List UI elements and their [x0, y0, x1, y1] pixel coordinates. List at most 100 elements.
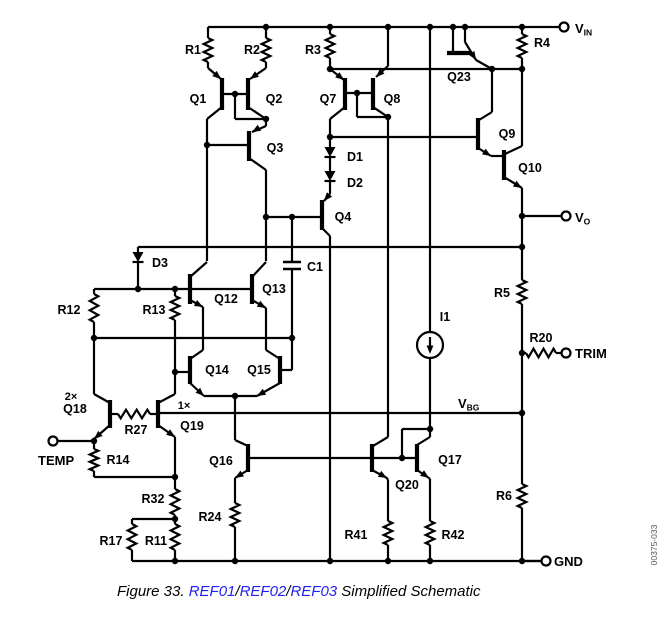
- junction-dot: [518, 243, 526, 251]
- label-Q15: Q15: [247, 363, 271, 377]
- terminal-label-vbg: VBG: [458, 396, 480, 413]
- q10-emitter-arrow: [513, 180, 522, 188]
- caption-prefix: Figure 33.: [117, 583, 189, 600]
- wire: [248, 157, 267, 171]
- label-R1: R1: [185, 43, 201, 57]
- label-Q19: Q19: [180, 419, 204, 433]
- label-R3: R3: [305, 43, 321, 57]
- junction-dot: [449, 23, 457, 31]
- resistor-R3: [323, 33, 337, 59]
- diode-D2: [324, 171, 336, 181]
- resistor-R27: [117, 407, 151, 421]
- caption-link-ref03[interactable]: REF03: [290, 583, 338, 600]
- wire: [93, 393, 111, 404]
- junction-dot: [326, 557, 334, 565]
- wire: [234, 439, 249, 447]
- i1-arrow-icon: [426, 345, 434, 354]
- label-R11: R11: [145, 534, 167, 548]
- junction-dot: [384, 113, 392, 121]
- wire: [251, 261, 267, 278]
- label-R4: R4: [534, 36, 550, 50]
- terminal-label-temp: TEMP: [38, 453, 74, 468]
- junction-dot: [288, 213, 296, 221]
- junction-dot: [398, 454, 406, 462]
- wire: [247, 106, 267, 120]
- junction-dot: [231, 90, 239, 98]
- junction-dot: [518, 23, 526, 31]
- junction-dot: [90, 334, 98, 342]
- trim-terminal: [560, 347, 572, 359]
- q15-emitter-arrow: [257, 388, 267, 396]
- label-Q16: Q16: [209, 454, 233, 468]
- vin-terminal: [558, 21, 570, 33]
- q2-emitter-arrow: [250, 71, 259, 79]
- junction-dot: [262, 115, 270, 123]
- wire: [265, 349, 281, 360]
- figure-caption: Figure 33. REF01/REF02/REF03 Simplified …: [117, 583, 657, 600]
- label-Q13: Q13: [262, 282, 286, 296]
- junction-dot: [326, 65, 334, 73]
- label-R6: R6: [496, 489, 512, 503]
- terminal-label-trim: TRIM: [575, 346, 607, 361]
- caption-link-ref01[interactable]: REF01: [188, 583, 236, 600]
- q17-emitter-arrow: [420, 470, 429, 478]
- wire: [189, 261, 208, 278]
- junction-dot: [171, 285, 179, 293]
- label-Q1: Q1: [190, 92, 207, 106]
- q8-emitter-arrow: [376, 68, 385, 77]
- resistor-R11: [168, 523, 182, 551]
- wire: [372, 436, 389, 447]
- junction-dot: [231, 557, 239, 565]
- gnd-terminal: [540, 555, 552, 567]
- label-R13: R13: [143, 303, 166, 317]
- wire: [416, 436, 431, 446]
- q23-emitter-arrow: [468, 51, 476, 60]
- junction-dot: [326, 133, 334, 141]
- wire: [386, 477, 389, 481]
- diode-D1: [324, 147, 336, 157]
- caption-link-ref02[interactable]: REF02: [239, 583, 287, 600]
- resistor-R6: [515, 483, 529, 509]
- junction-dot: [134, 285, 142, 293]
- junction-dot: [518, 65, 526, 73]
- resistor-R2: [259, 37, 273, 63]
- wire: [478, 111, 493, 121]
- q9-emitter-arrow: [482, 148, 491, 156]
- watermark-code: 00375-033: [649, 524, 659, 565]
- label-R12: R12: [58, 303, 81, 317]
- label-I1: I1: [440, 310, 450, 324]
- junction-dot: [426, 425, 434, 433]
- junction-dot: [426, 23, 434, 31]
- junction-dot: [171, 515, 179, 523]
- resistor-R4: [515, 33, 529, 59]
- label-R14: R14: [107, 453, 130, 467]
- junction-dot: [518, 349, 526, 357]
- label-Q2: Q2: [266, 92, 283, 106]
- wire: [189, 349, 204, 360]
- junction-dot: [326, 23, 334, 31]
- label-Q10: Q10: [518, 161, 542, 175]
- label-R42: R42: [442, 528, 465, 542]
- resistor-R5: [515, 279, 529, 305]
- terminal-label-gnd: GND: [554, 554, 583, 569]
- junction-dot: [203, 141, 211, 149]
- resistor-R17: [125, 523, 139, 551]
- caption-suffix: Simplified Schematic: [337, 583, 481, 600]
- label-R20: R20: [530, 331, 553, 345]
- label-R24: R24: [199, 510, 222, 524]
- caption-sep2: /: [286, 583, 291, 600]
- junction-dot: [518, 212, 526, 220]
- label-x1: 1×: [178, 400, 191, 412]
- wire: [428, 477, 431, 480]
- resistor-R32: [168, 488, 182, 516]
- junction-dot: [288, 334, 296, 342]
- vo-terminal: [560, 210, 572, 222]
- label-R41: R41: [345, 528, 368, 542]
- junction-dot: [518, 409, 526, 417]
- q14-emitter-arrow: [195, 387, 204, 396]
- label-Q7: Q7: [320, 92, 337, 106]
- q13-emitter-arrow: [256, 300, 266, 308]
- resistor-R24: [228, 502, 242, 528]
- label-Q3: Q3: [267, 141, 284, 155]
